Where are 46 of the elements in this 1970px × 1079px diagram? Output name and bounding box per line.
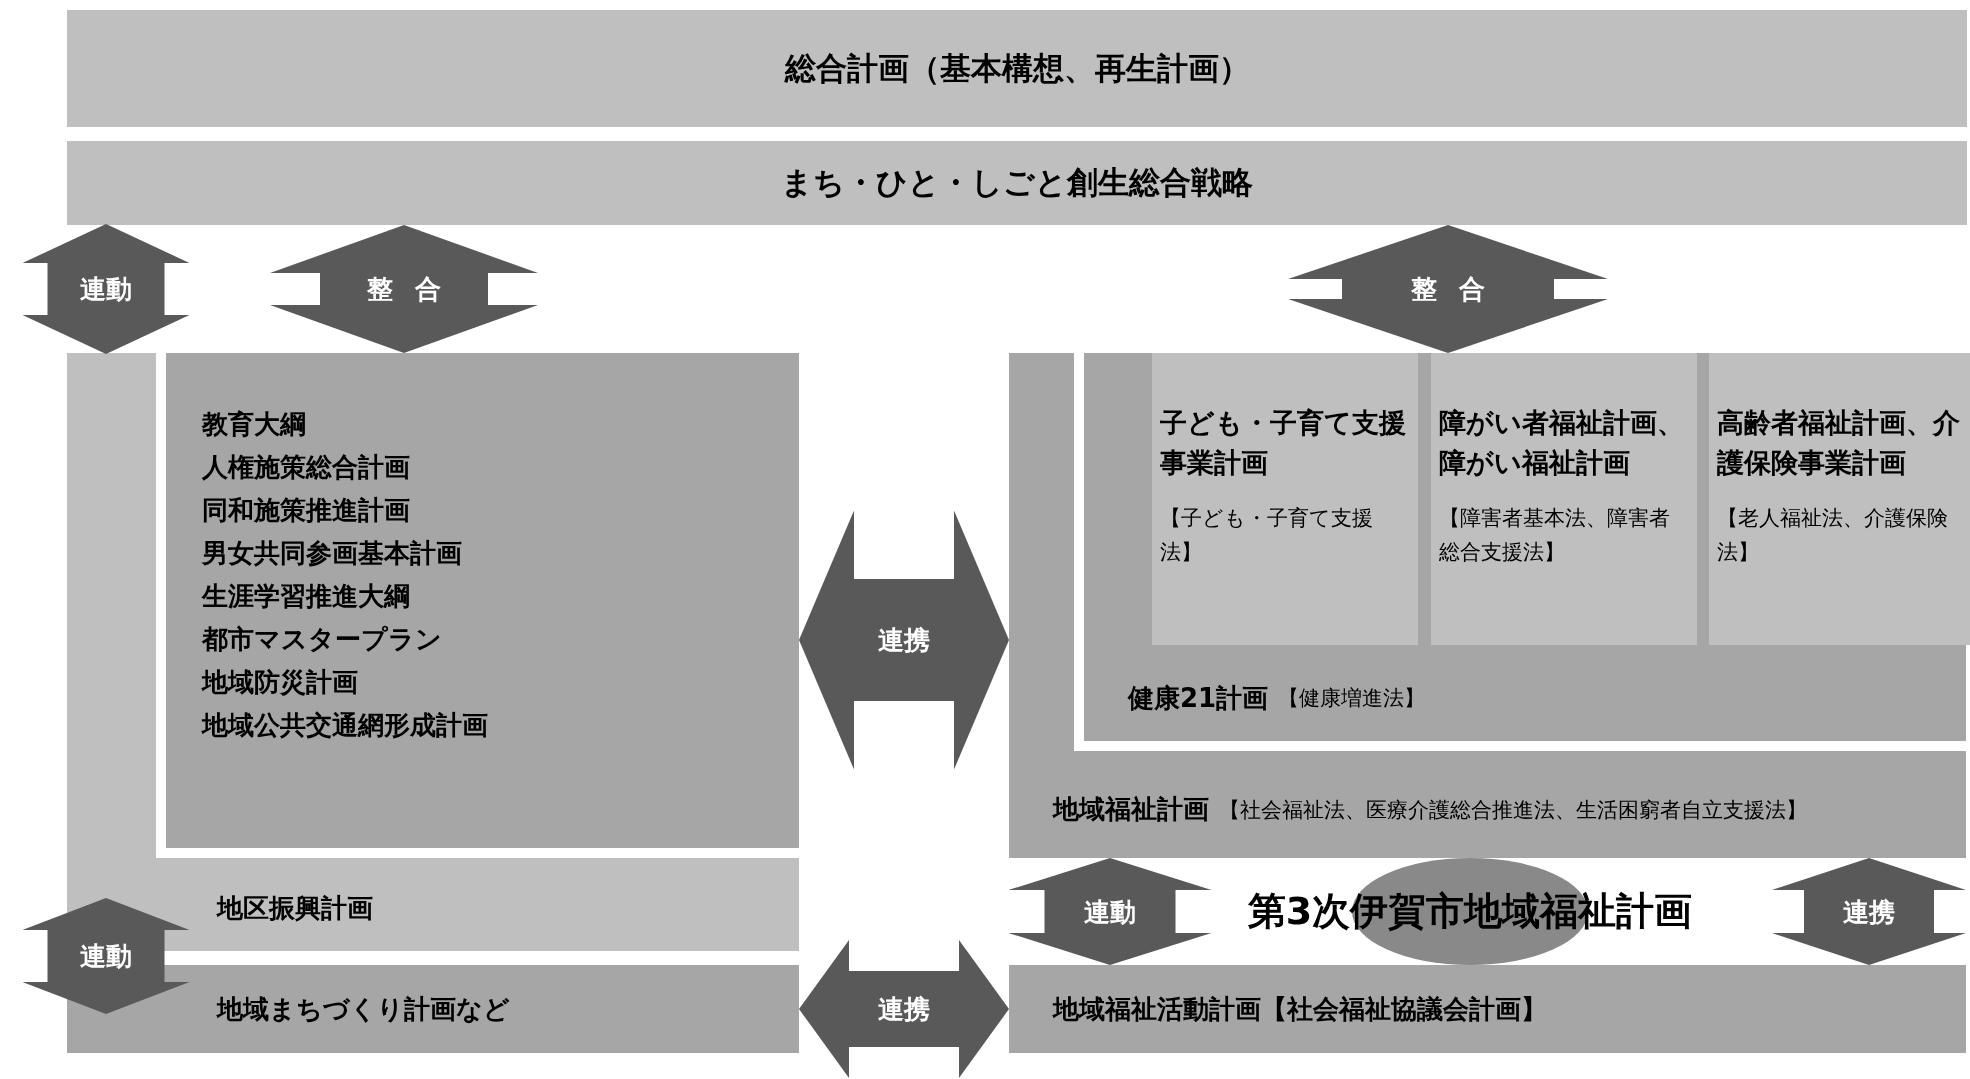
plan-item: 教育大綱 (202, 408, 307, 441)
plan-title: 健康21計画 (1128, 681, 1269, 715)
law-note: 【健康増進法】 (1278, 685, 1426, 712)
plan-band (1009, 965, 1966, 1053)
law-note: 【障害者基本法、障害者総合支援法】 (1439, 505, 1671, 566)
plan-title: 地域まちづくり計画など (217, 992, 510, 1026)
double-arrow (270, 225, 538, 353)
double-arrow (1288, 225, 1608, 353)
double-arrow (1008, 858, 1212, 965)
plan-item: 都市マスタープラン (202, 623, 443, 656)
plan-item: 人権施策総合計画 (202, 451, 411, 484)
law-note: 【子ども・子育て支援法】 (1160, 505, 1374, 566)
edge-label: 整合 (1411, 272, 1507, 306)
plan-title: まち・ひと・しごと創生総合戦略 (781, 163, 1253, 202)
edge-label: 連携 (878, 623, 930, 657)
edge-label: 連携 (878, 992, 930, 1026)
plan-item: 地域防災計画 (202, 666, 359, 699)
edge-label: 連動 (1084, 895, 1136, 928)
double-arrow (22, 898, 190, 1014)
edge-label: 整合 (367, 272, 463, 306)
plan-box (1709, 353, 1970, 645)
plan-item: 生涯学習推進大綱 (202, 580, 411, 613)
plan-list-box (156, 353, 799, 858)
edge-label: 連携 (1843, 895, 1895, 928)
double-arrow (799, 940, 1009, 1078)
edge-label: 連動 (80, 939, 132, 973)
plan-band (67, 10, 1967, 127)
plan-item: 地域公共交通網形成計画 (202, 709, 489, 742)
plan-title: 地域福祉活動計画【社会福祉協議会計画】 (1053, 992, 1547, 1026)
plan-title: 地域福祉計画 (1053, 793, 1209, 826)
law-note: 【社会福祉法、医療介護総合推進法、生活困窮者自立支援法】 (1219, 796, 1807, 824)
plan-title: 子ども・子育て支援事業計画 (1160, 406, 1407, 480)
edge-label: 連動 (80, 272, 132, 306)
plan-band (67, 141, 1967, 225)
plan-title: 地区振興計画 (217, 892, 373, 925)
double-arrow (22, 224, 190, 354)
plan-item: 男女共同参画基本計画 (202, 537, 463, 570)
law-note: 【老人福祉法、介護保険法】 (1717, 505, 1949, 566)
plan-box (1152, 353, 1418, 645)
plan-item: 同和施策推進計画 (202, 494, 411, 527)
plan-title: 総合計画（基本構想、再生計画） (784, 48, 1250, 88)
plan-title: 障がい者福祉計画、障がい福祉計画 (1439, 406, 1685, 480)
plan-title: 高齢者福祉計画、介護保険事業計画 (1717, 406, 1961, 480)
plan-box (1431, 353, 1697, 645)
double-arrow (799, 510, 1009, 770)
double-arrow (1772, 858, 1966, 965)
